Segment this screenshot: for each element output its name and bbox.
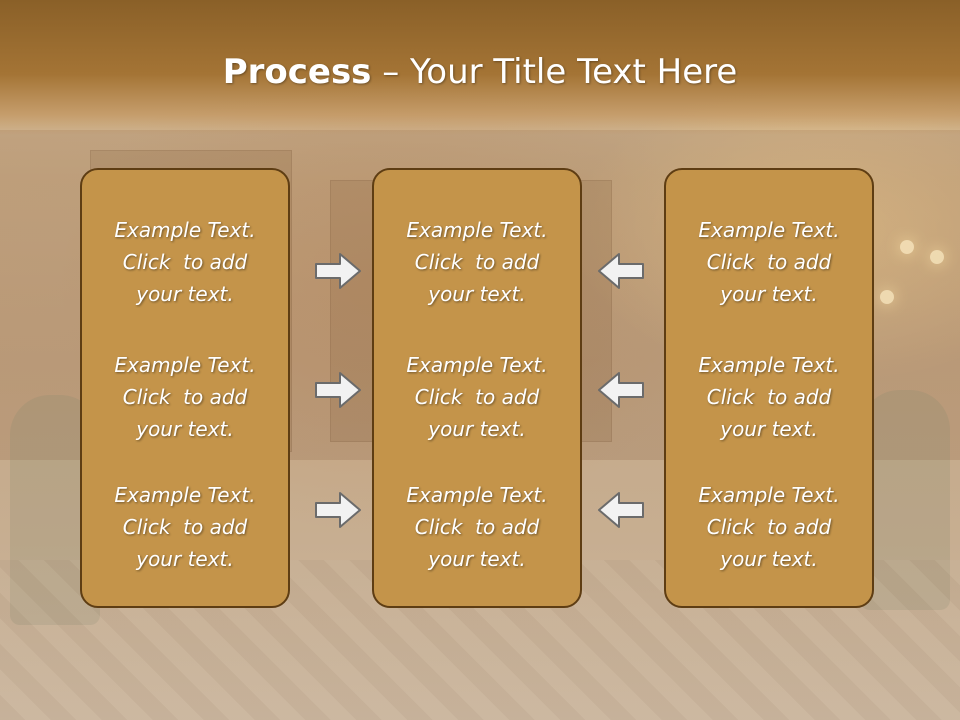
process-box-right[interactable]: Example Text. Click to add your text. Ex…	[664, 168, 874, 608]
text-line: Click to add	[706, 515, 832, 539]
text-block[interactable]: Example Text. Click to add your text.	[666, 349, 872, 445]
text-line: Example Text.	[698, 353, 840, 377]
text-line: Click to add	[414, 385, 540, 409]
text-line: your text.	[720, 547, 818, 571]
background-lamp	[900, 240, 914, 254]
title-rest: – Your Title Text Here	[371, 52, 738, 92]
text-block[interactable]: Example Text. Click to add your text.	[374, 349, 580, 445]
right-arrow-icon[interactable]	[314, 370, 362, 410]
process-box-center[interactable]: Example Text. Click to add your text. Ex…	[372, 168, 582, 608]
text-line: Example Text.	[114, 483, 256, 507]
text-line: Click to add	[414, 515, 540, 539]
text-line: your text.	[428, 282, 526, 306]
text-line: Click to add	[122, 515, 248, 539]
background-lamp	[880, 290, 894, 304]
text-line: Example Text.	[114, 218, 256, 242]
text-line: Example Text.	[698, 483, 840, 507]
text-line: Click to add	[122, 385, 248, 409]
text-line: Click to add	[122, 250, 248, 274]
text-line: your text.	[136, 417, 234, 441]
text-line: Click to add	[706, 250, 832, 274]
text-line: Click to add	[706, 385, 832, 409]
text-block[interactable]: Example Text. Click to add your text.	[82, 214, 288, 310]
text-line: your text.	[720, 282, 818, 306]
text-line: Example Text.	[406, 483, 548, 507]
text-line: your text.	[136, 547, 234, 571]
left-arrow-icon[interactable]	[597, 370, 645, 410]
background-chair	[860, 390, 950, 610]
slide-title[interactable]: Process – Your Title Text Here	[0, 52, 960, 92]
title-bold: Process	[222, 52, 372, 92]
text-line: your text.	[428, 417, 526, 441]
text-line: Example Text.	[114, 353, 256, 377]
text-line: Example Text.	[406, 218, 548, 242]
text-line: Example Text.	[406, 353, 548, 377]
right-arrow-icon[interactable]	[314, 251, 362, 291]
text-block[interactable]: Example Text. Click to add your text.	[82, 479, 288, 575]
text-block[interactable]: Example Text. Click to add your text.	[374, 214, 580, 310]
text-line: your text.	[720, 417, 818, 441]
text-block[interactable]: Example Text. Click to add your text.	[666, 214, 872, 310]
left-arrow-icon[interactable]	[597, 490, 645, 530]
left-arrow-icon[interactable]	[597, 251, 645, 291]
text-line: Click to add	[414, 250, 540, 274]
right-arrow-icon[interactable]	[314, 490, 362, 530]
text-block[interactable]: Example Text. Click to add your text.	[82, 349, 288, 445]
text-line: your text.	[428, 547, 526, 571]
background-lamp	[930, 250, 944, 264]
process-box-left[interactable]: Example Text. Click to add your text. Ex…	[80, 168, 290, 608]
title-bar	[0, 0, 960, 135]
text-line: Example Text.	[698, 218, 840, 242]
text-block[interactable]: Example Text. Click to add your text.	[374, 479, 580, 575]
text-block[interactable]: Example Text. Click to add your text.	[666, 479, 872, 575]
text-line: your text.	[136, 282, 234, 306]
